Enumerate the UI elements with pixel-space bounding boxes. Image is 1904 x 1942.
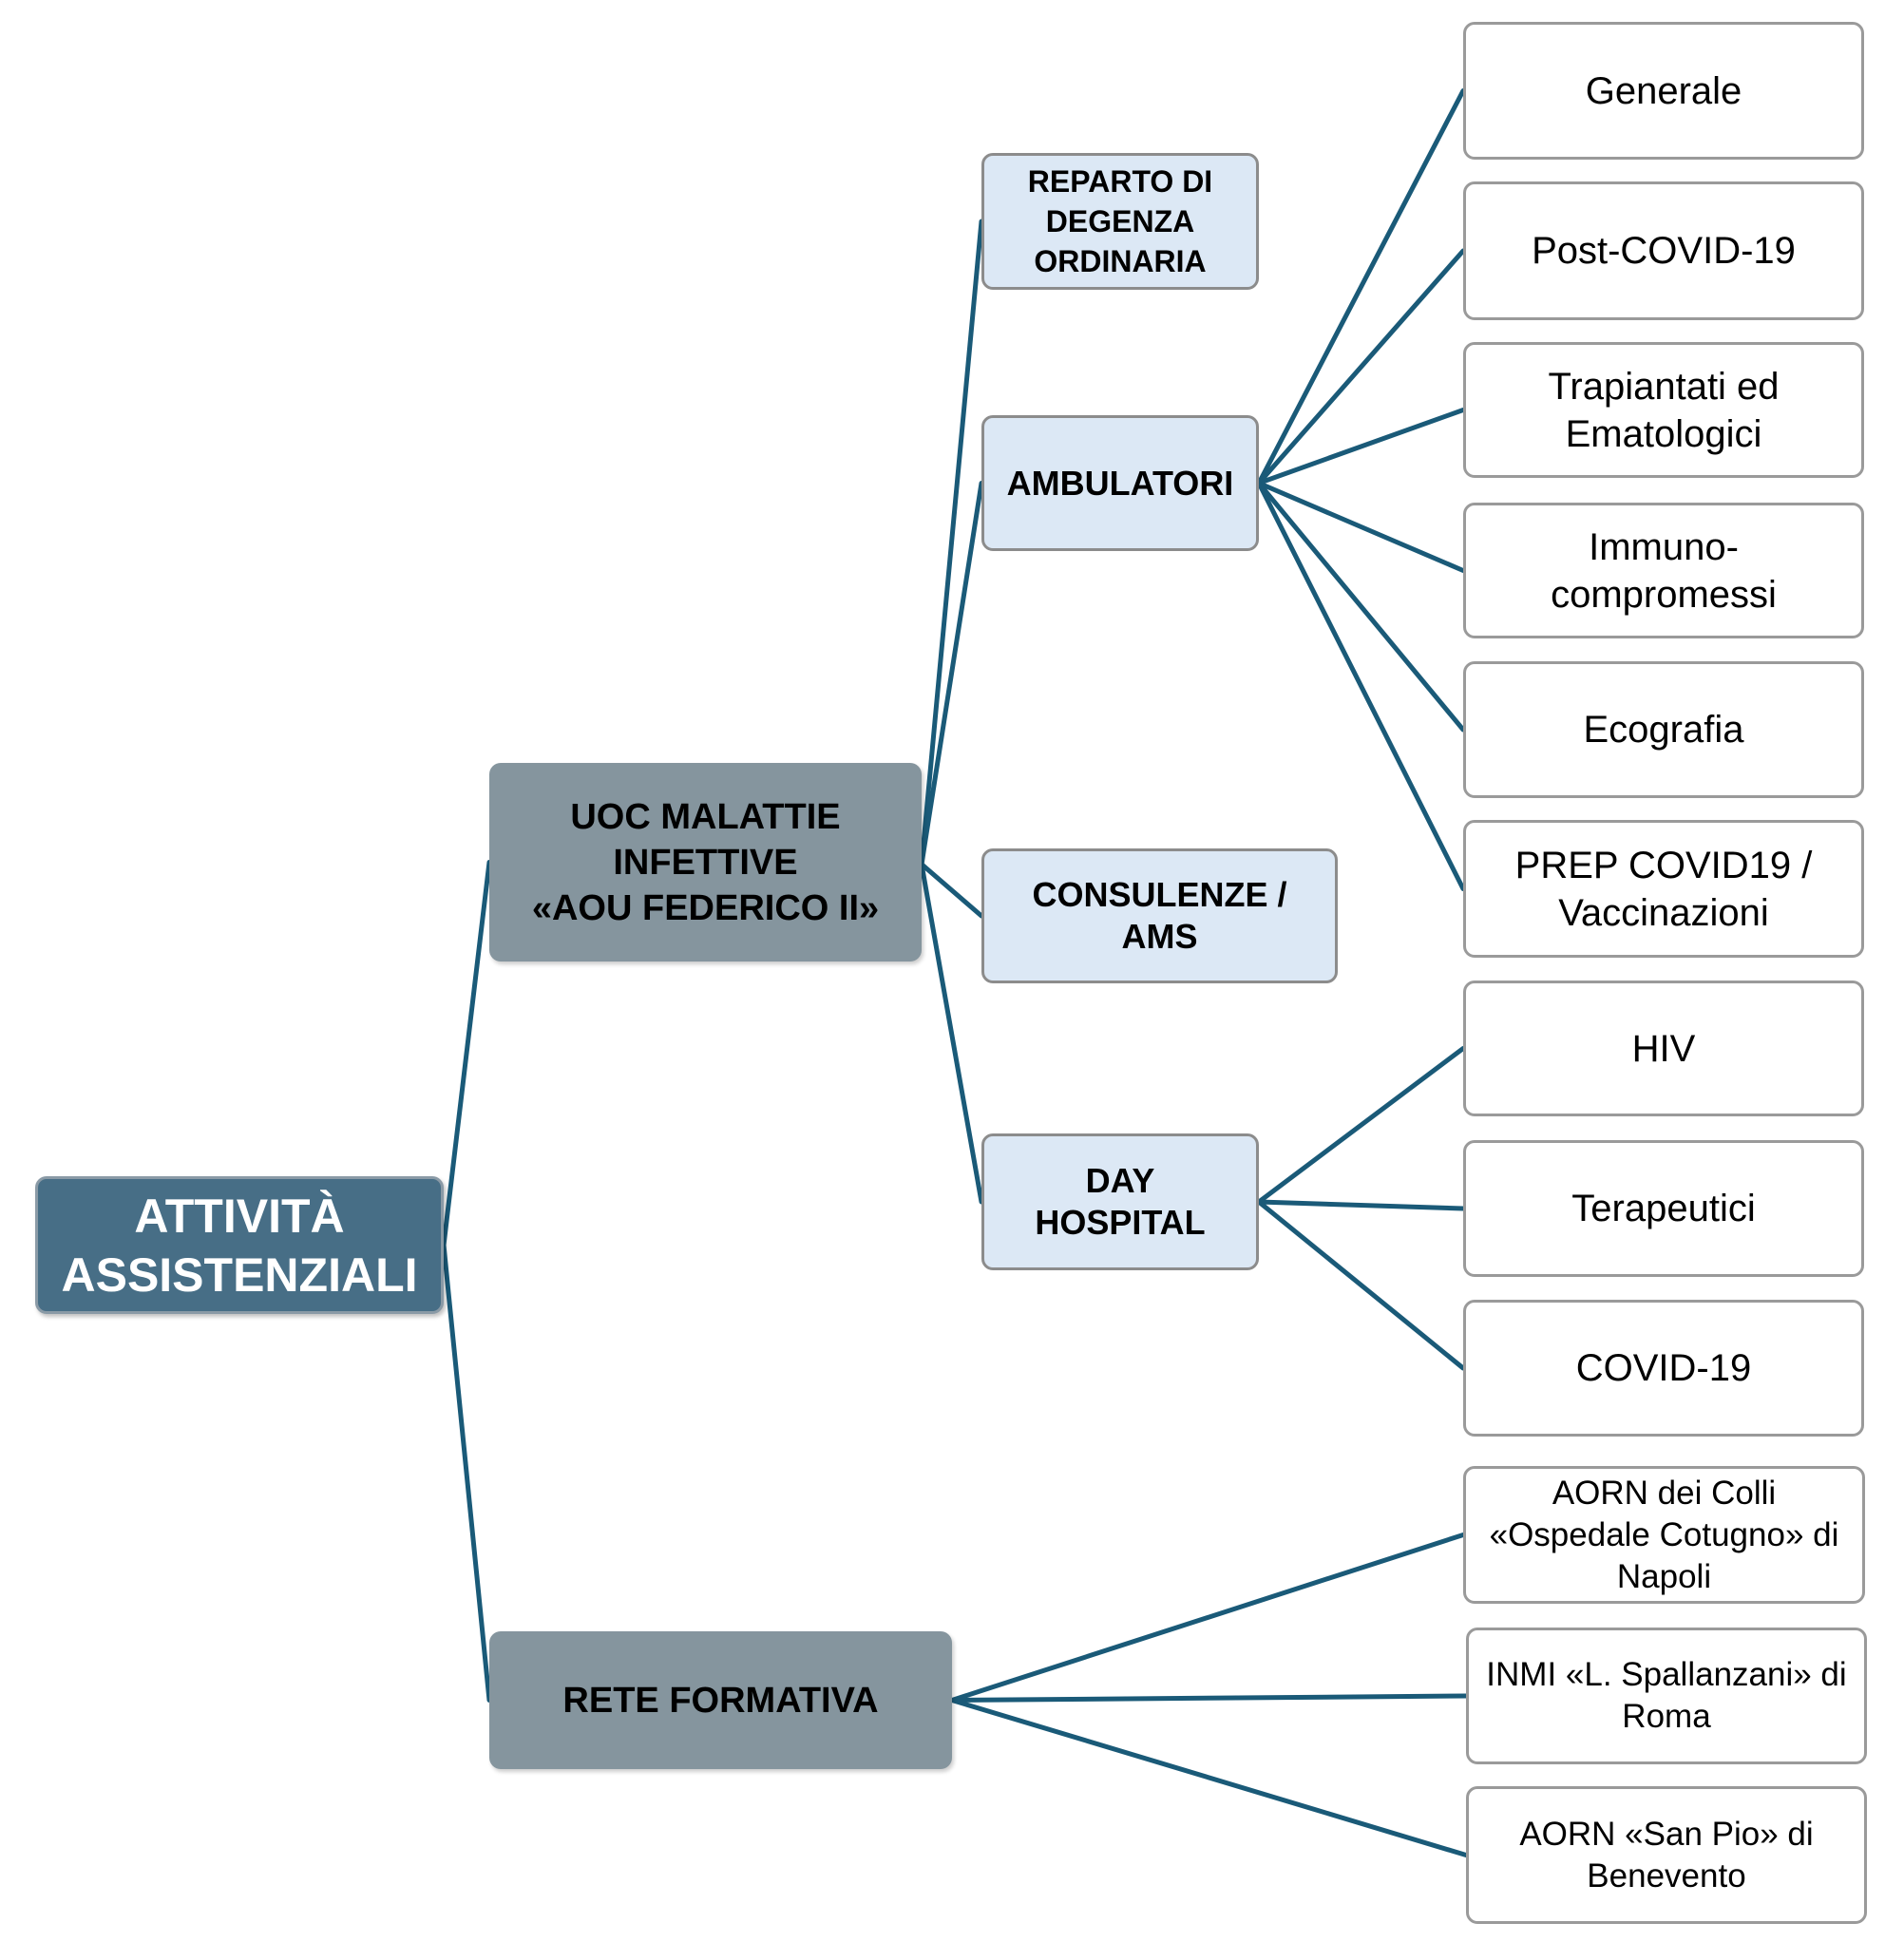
connector-ambulatori-to-trapiantati <box>1256 408 1466 486</box>
node-covid-19: COVID-19 <box>1463 1300 1864 1437</box>
node-aorn-san-pio: AORN «San Pio» di Benevento <box>1466 1786 1867 1924</box>
node-attivita-assistenziali: ATTIVITÀ ASSISTENZIALI <box>35 1176 444 1314</box>
node-post-covid-19: Post-COVID-19 <box>1463 181 1864 320</box>
node-inmi-spallanzani: INMI «L. Spallanzani» di Roma <box>1466 1628 1867 1764</box>
node-ecografia: Ecografia <box>1463 661 1864 798</box>
connector-dayhospital-to-terapeutici <box>1256 1199 1466 1211</box>
node-uoc-malattie-infettive: UOC MALATTIE INFETTIVE «AOU FEDERICO II» <box>489 763 922 961</box>
connector-rete-to-spallanzani <box>949 1693 1469 1703</box>
connector-root-to-rete <box>441 1243 492 1703</box>
node-day-hospital: DAY HOSPITAL <box>981 1133 1259 1270</box>
node-immunocompromessi: Immuno- compromessi <box>1463 503 1864 638</box>
connector-ambulatori-to-prep <box>1256 481 1466 891</box>
node-prep-covid19-vaccinazioni: PREP COVID19 / Vaccinazioni <box>1463 820 1864 958</box>
connector-uoc-to-ambulatori <box>919 481 984 867</box>
connector-dayhospital-to-covid19 <box>1256 1199 1466 1371</box>
node-trapiantati-ematologici: Trapiantati ed Ematologici <box>1463 342 1864 478</box>
node-hiv: HIV <box>1463 981 1864 1116</box>
connector-dayhospital-to-hiv <box>1256 1046 1466 1205</box>
node-consulenze-ams: CONSULENZE / AMS <box>981 848 1338 983</box>
node-rete-formativa: RETE FORMATIVA <box>489 1631 952 1769</box>
node-ambulatori: AMBULATORI <box>981 415 1259 551</box>
connector-uoc-to-reparto <box>919 219 984 867</box>
connector-ambulatori-to-generale <box>1256 88 1466 486</box>
node-reparto-degenza-ordinaria: REPARTO DI DEGENZA ORDINARIA <box>981 153 1259 290</box>
connector-uoc-to-dayhospital <box>919 862 984 1205</box>
connector-uoc-to-consulenze <box>919 862 984 919</box>
connector-ambulatori-to-ecografia <box>1256 481 1466 733</box>
node-generale: Generale <box>1463 22 1864 160</box>
node-aorn-dei-colli-cotugno: AORN dei Colli «Ospedale Cotugno» di Nap… <box>1463 1466 1865 1604</box>
connector-ambulatori-to-postcovid <box>1256 248 1466 486</box>
connector-rete-to-cotugno <box>949 1533 1466 1703</box>
connector-rete-to-sanpio <box>949 1698 1469 1857</box>
node-terapeutici: Terapeutici <box>1463 1140 1864 1277</box>
connector-ambulatori-to-immuno <box>1256 481 1466 573</box>
connector-root-to-uoc <box>441 860 492 1247</box>
